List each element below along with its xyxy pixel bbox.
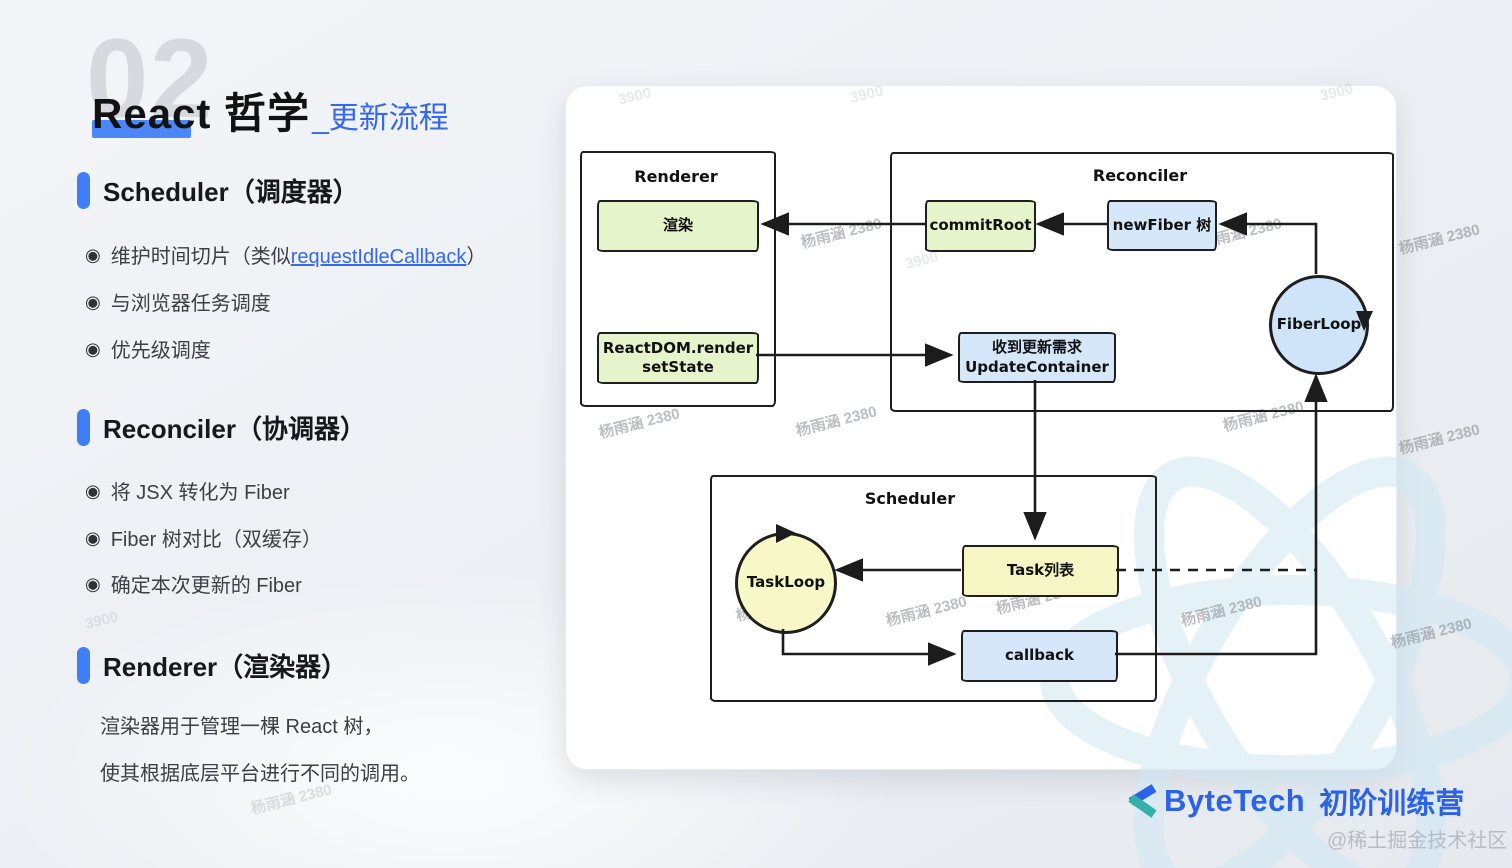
bullet-icon: ◉ xyxy=(85,480,101,501)
section-accent-bar xyxy=(77,409,90,446)
arrow-callback-to-fiberloop xyxy=(1115,373,1328,656)
bullet-icon: ◉ xyxy=(85,291,101,312)
renderer-group-box xyxy=(580,151,776,407)
bullet-item: ◉ 与浏览器任务调度 xyxy=(85,287,271,316)
reconciler-group-box xyxy=(890,152,1394,412)
title-main: React 哲学 xyxy=(92,90,311,137)
bullet-item: ◉ 优先级调度 xyxy=(85,334,211,363)
commitroot-node: commitRoot xyxy=(925,200,1036,252)
community-watermark: @稀土掘金技术社区 xyxy=(1327,830,1508,852)
bullet-icon: ◉ xyxy=(85,338,101,359)
bullet-text: 优先级调度 xyxy=(110,340,211,362)
bullet-icon: ◉ xyxy=(85,527,101,548)
arrow-fiberloop-to-newfiber xyxy=(1218,212,1318,274)
section-heading: Renderer（渲染器） xyxy=(103,652,348,682)
fiberloop-node: FiberLoop xyxy=(1269,275,1369,375)
renderer-paragraph-line: 使其根据底层平台进行不同的调用。 xyxy=(100,763,420,785)
bullet-item: ◉ 确定本次更新的 Fiber xyxy=(85,569,302,598)
watermark-stamp: 杨雨涵 2380 xyxy=(1397,221,1482,258)
updatecontainer-node-line1: 收到更新需求 xyxy=(991,338,1082,356)
reactdom-node-line2: setState xyxy=(642,358,714,376)
renderer-paragraph-line: 渲染器用于管理一棵 React 树， xyxy=(100,716,384,738)
bullet-icon: ◉ xyxy=(85,573,101,594)
bullet-text: 维护时间切片（类似requestIdleCallback） xyxy=(111,240,487,269)
bullet-item: ◉ Fiber 树对比（双缓存） xyxy=(85,523,322,552)
newfiber-node-label: newFiber 树 xyxy=(1112,215,1212,234)
tasklist-node-label: Task列表 xyxy=(1006,561,1075,580)
render-node-label: 渲染 xyxy=(662,216,693,235)
taskloop-node-label: TaskLoop xyxy=(746,573,826,592)
bullet-text: Fiber 树对比（双缓存） xyxy=(110,529,322,551)
bullet-icon: ◉ xyxy=(85,244,101,265)
reactdom-node-line1: ReactDOM.render xyxy=(602,338,754,357)
updatecontainer-node-line2: UpdateContainer xyxy=(965,357,1109,376)
bullet-text: 与浏览器任务调度 xyxy=(110,293,271,315)
updatecontainer-node: 收到更新需求 UpdateContainer xyxy=(958,332,1116,383)
diagram-arrows xyxy=(756,212,1373,666)
arrow-taskloop-to-callback xyxy=(781,629,957,666)
bullet-text-pre: 维护时间切片（类似 xyxy=(110,246,291,268)
watermark-stamp: 杨雨涵 2380 xyxy=(1397,421,1482,458)
title-sub: _更新流程 xyxy=(312,102,449,135)
brand-name: ByteTech xyxy=(1164,783,1306,818)
taskloop-rotation-arrow-icon xyxy=(776,524,796,543)
watermark-stamp-faint: 3900 xyxy=(83,608,120,633)
renderer-group-label: Renderer xyxy=(634,167,718,186)
section-accent-bar xyxy=(77,172,90,209)
section-reconciler: Reconciler（协调器） xyxy=(77,409,366,446)
bullet-item: ◉ 将 JSX 转化为 Fiber xyxy=(85,476,290,505)
reactdom-setstate-node: ReactDOM.render setState xyxy=(597,332,759,384)
reconciler-group-label: Reconciler xyxy=(1092,166,1188,185)
section-heading: Scheduler（调度器） xyxy=(103,177,359,207)
newfiber-node: newFiber 树 xyxy=(1107,200,1217,251)
page-title: React 哲学 _更新流程 xyxy=(92,80,449,141)
scheduler-group-label: Scheduler xyxy=(864,489,956,508)
section-renderer: Renderer（渲染器） xyxy=(77,647,347,684)
link-requestidlecallback[interactable]: requestIdleCallback xyxy=(290,246,467,268)
bytetech-logo-icon xyxy=(1128,784,1157,818)
watermark-stamp: 杨雨涵 2380 xyxy=(1389,615,1474,652)
render-node: 渲染 xyxy=(597,200,759,252)
section-accent-bar xyxy=(77,647,90,684)
section-scheduler: Scheduler（调度器） xyxy=(77,172,359,209)
bullet-text: 确定本次更新的 Fiber xyxy=(110,575,302,597)
fiberloop-rotation-arrow-icon xyxy=(1356,311,1373,331)
bullet-text-post: ） xyxy=(466,246,487,268)
commitroot-node-label: commitRoot xyxy=(929,216,1032,235)
bullet-item: ◉ 维护时间切片（类似requestIdleCallback） xyxy=(85,240,486,269)
section-heading: Reconciler（协调器） xyxy=(103,414,366,444)
bullet-text: 将 JSX 转化为 Fiber xyxy=(110,482,290,504)
title-highlight-bar xyxy=(92,120,191,138)
bytetech-footer: ByteTech 初阶训练营 xyxy=(1122,780,1464,822)
taskloop-node: TaskLoop xyxy=(735,532,837,634)
fiberloop-node-label: FiberLoop xyxy=(1276,315,1362,334)
flow-diagram: Renderer Reconciler Scheduler 渲染 ReactDO… xyxy=(565,85,1395,768)
program-name: 初阶训练营 xyxy=(1319,788,1465,820)
